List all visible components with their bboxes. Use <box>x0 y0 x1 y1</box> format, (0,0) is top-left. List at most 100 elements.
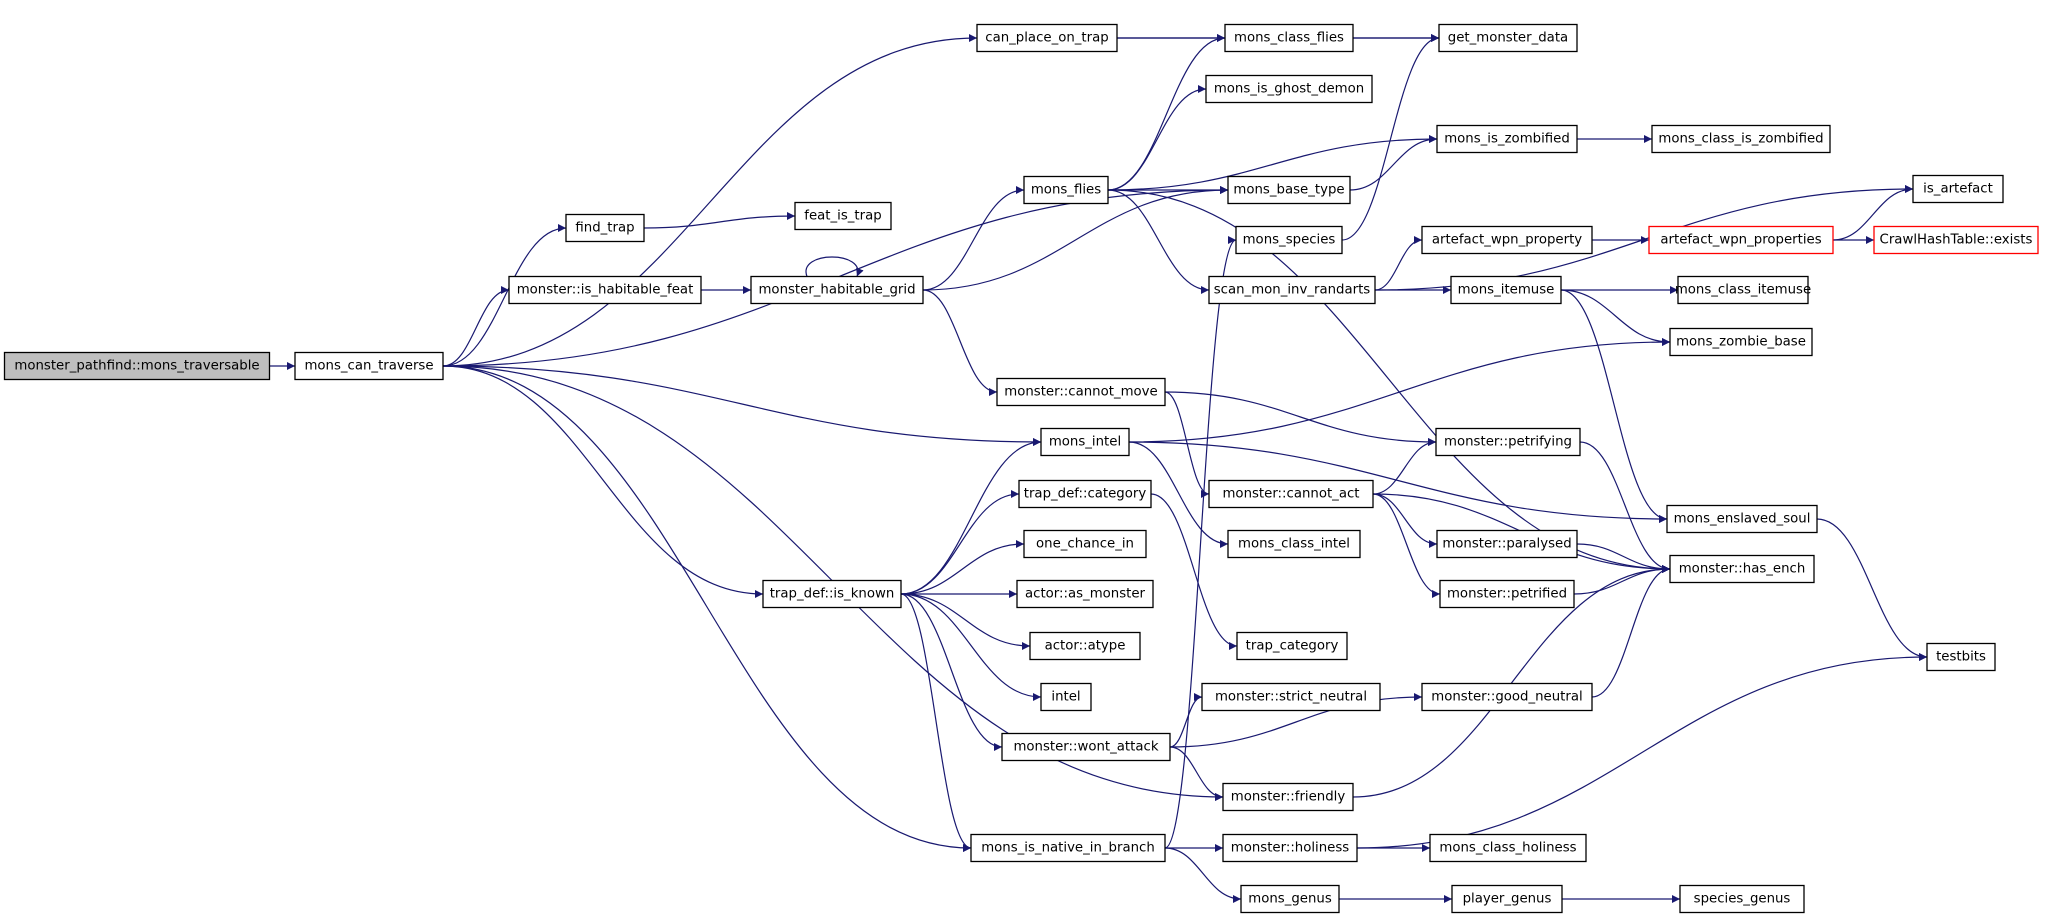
edge-trap-def-is-known-to-intel <box>900 593 1042 701</box>
node-mons-base-type[interactable]: mons_base_type <box>1227 175 1351 205</box>
node-label: artefact_wpn_properties <box>1660 233 1821 248</box>
edge-monster-cannot-act-to-monster-paralysed <box>1372 493 1438 548</box>
node-label: mons_itemuse <box>1458 283 1555 298</box>
node-mons-species[interactable]: mons_species <box>1235 225 1343 255</box>
node-label: mons_class_itemuse <box>1675 283 1811 298</box>
node-box <box>1436 529 1578 559</box>
node-label: monster::good_neutral <box>1431 690 1582 705</box>
node-label: mons_class_flies <box>1234 31 1344 46</box>
node-label: monster::friendly <box>1231 790 1346 805</box>
node-find-trap[interactable]: find_trap <box>565 213 645 243</box>
node-mons-class-intel[interactable]: mons_class_intel <box>1227 529 1361 559</box>
node-label: monster::cannot_act <box>1222 487 1359 502</box>
node-monster-strict-neutral[interactable]: monster::strict_neutral <box>1201 682 1381 712</box>
node-monster-holiness[interactable]: monster::holiness <box>1222 833 1358 863</box>
node-mons-can-traverse[interactable]: mons_can_traverse <box>294 351 444 381</box>
node-label: can_place_on_trap <box>985 31 1108 46</box>
node-feat-is-trap[interactable]: feat_is_trap <box>794 201 892 231</box>
node-mons-zombie-base[interactable]: mons_zombie_base <box>1669 327 1813 357</box>
node-monster-friendly[interactable]: monster::friendly <box>1222 782 1354 812</box>
edge-monster-wont-attack-to-monster-good-neutral <box>1169 693 1423 748</box>
edge-mons-intel-to-mons-zombie-base <box>1128 338 1671 443</box>
node-get-monster-data[interactable]: get_monster_data <box>1438 23 1578 53</box>
node-monster-wont-attack[interactable]: monster::wont_attack <box>1001 732 1171 762</box>
node-scan-mon-inv-randarts[interactable]: scan_mon_inv_randarts <box>1208 275 1376 305</box>
node-box <box>1016 579 1154 609</box>
node-one-chance-in[interactable]: one_chance_in <box>1023 529 1147 559</box>
node-label: trap_def::category <box>1024 487 1147 502</box>
node-monster-paralysed[interactable]: monster::paralysed <box>1436 529 1578 559</box>
node-mons-class-flies[interactable]: mons_class_flies <box>1224 23 1354 53</box>
node-crawlhashtable-exists[interactable]: CrawlHashTable::exists <box>1873 225 2039 255</box>
edge-mons-flies-to-mons-is-zombified <box>1107 135 1438 191</box>
node-trap-def-is-known[interactable]: trap_def::is_known <box>762 579 902 609</box>
node-mons-class-itemuse[interactable]: mons_class_itemuse <box>1675 275 1811 305</box>
node-box <box>1018 479 1152 509</box>
node-box <box>996 377 1166 407</box>
node-species-genus[interactable]: species_genus <box>1679 884 1805 914</box>
node-mons-itemuse[interactable]: mons_itemuse <box>1450 275 1562 305</box>
node-mons-class-holiness[interactable]: mons_class_holiness <box>1429 833 1587 863</box>
node-box <box>1436 124 1578 154</box>
node-label: mons_enslaved_soul <box>1674 512 1811 527</box>
edge-mons-flies-to-mons-is-ghost-demon <box>1107 85 1207 191</box>
node-trap-def-category[interactable]: trap_def::category <box>1018 479 1152 509</box>
node-mons-genus[interactable]: mons_genus <box>1240 884 1340 914</box>
edge-mons-itemuse-to-mons-zombie-base <box>1560 289 1671 346</box>
node-label: testbits <box>1936 650 1986 665</box>
node-monster-is-habitable-feat[interactable]: monster::is_habitable_feat <box>508 275 702 305</box>
edge-monster-cannot-act-to-monster-petrifying <box>1372 438 1437 495</box>
node-player-genus[interactable]: player_genus <box>1451 884 1563 914</box>
edge-monster-habitable-grid-to-monster-cannot-move <box>922 289 998 396</box>
node-box <box>1201 682 1381 712</box>
node-actor-as-monster[interactable]: actor::as_monster <box>1016 579 1154 609</box>
node-mons-enslaved-soul[interactable]: mons_enslaved_soul <box>1666 504 1818 534</box>
node-monster-petrifying[interactable]: monster::petrifying <box>1435 427 1581 457</box>
edge-layer <box>269 34 1928 903</box>
node-mons-class-is-zombified[interactable]: mons_class_is_zombified <box>1651 124 1831 154</box>
node-can-place-on-trap[interactable]: can_place_on_trap <box>976 23 1118 53</box>
node-label: actor::atype <box>1045 639 1126 654</box>
node-actor-atype[interactable]: actor::atype <box>1029 631 1141 661</box>
node-mons-is-ghost-demon[interactable]: mons_is_ghost_demon <box>1205 74 1373 104</box>
edge-trap-def-category-to-trap-category <box>1150 493 1238 650</box>
edge-monster-cannot-move-to-monster-cannot-act <box>1164 391 1210 498</box>
node-monster-cannot-move[interactable]: monster::cannot_move <box>996 377 1166 407</box>
node-box <box>1648 225 1834 255</box>
node-is-artefact[interactable]: is_artefact <box>1912 174 2004 204</box>
node-label: mons_species <box>1243 233 1336 248</box>
node-trap-category[interactable]: trap_category <box>1236 631 1348 661</box>
node-box <box>1873 225 2039 255</box>
edge-monster-wont-attack-to-monster-friendly <box>1169 746 1224 801</box>
node-pathfind-mons-traversable[interactable]: monster_pathfind::mons_traversable <box>3 351 271 381</box>
node-label: mons_class_holiness <box>1439 841 1576 856</box>
node-box <box>1451 884 1563 914</box>
node-intel[interactable]: intel <box>1040 682 1092 712</box>
node-box <box>1040 427 1130 457</box>
node-monster-good-neutral[interactable]: monster::good_neutral <box>1421 682 1593 712</box>
node-box <box>294 351 444 381</box>
node-artefact-wpn-properties[interactable]: artefact_wpn_properties <box>1648 225 1834 255</box>
edge-mons-flies-to-mons-class-flies <box>1107 34 1226 191</box>
node-monster-cannot-act[interactable]: monster::cannot_act <box>1208 479 1374 509</box>
node-mons-intel[interactable]: mons_intel <box>1040 427 1130 457</box>
node-label: mons_is_zombified <box>1444 132 1570 147</box>
node-label: monster::petrifying <box>1444 435 1572 450</box>
node-label: mons_genus <box>1248 892 1332 907</box>
edge-artefact-wpn-properties-to-is-artefact <box>1832 185 1914 241</box>
node-mons-is-native-in-branch[interactable]: mons_is_native_in_branch <box>970 833 1166 863</box>
node-box <box>1429 833 1587 863</box>
node-mons-flies[interactable]: mons_flies <box>1023 175 1109 205</box>
node-mons-is-zombified[interactable]: mons_is_zombified <box>1436 124 1578 154</box>
node-artefact-wpn-property[interactable]: artefact_wpn_property <box>1421 225 1593 255</box>
edge-monster-paralysed-to-monster-has-ench <box>1576 543 1671 573</box>
node-testbits[interactable]: testbits <box>1926 642 1996 672</box>
node-monster-has-ench[interactable]: monster::has_ench <box>1669 554 1815 584</box>
node-box <box>1435 427 1581 457</box>
node-box <box>1235 225 1343 255</box>
node-monster-petrified[interactable]: monster::petrified <box>1439 579 1575 609</box>
node-monster-habitable-grid[interactable]: monster_habitable_grid <box>750 275 924 305</box>
node-label: monster::holiness <box>1231 841 1350 856</box>
